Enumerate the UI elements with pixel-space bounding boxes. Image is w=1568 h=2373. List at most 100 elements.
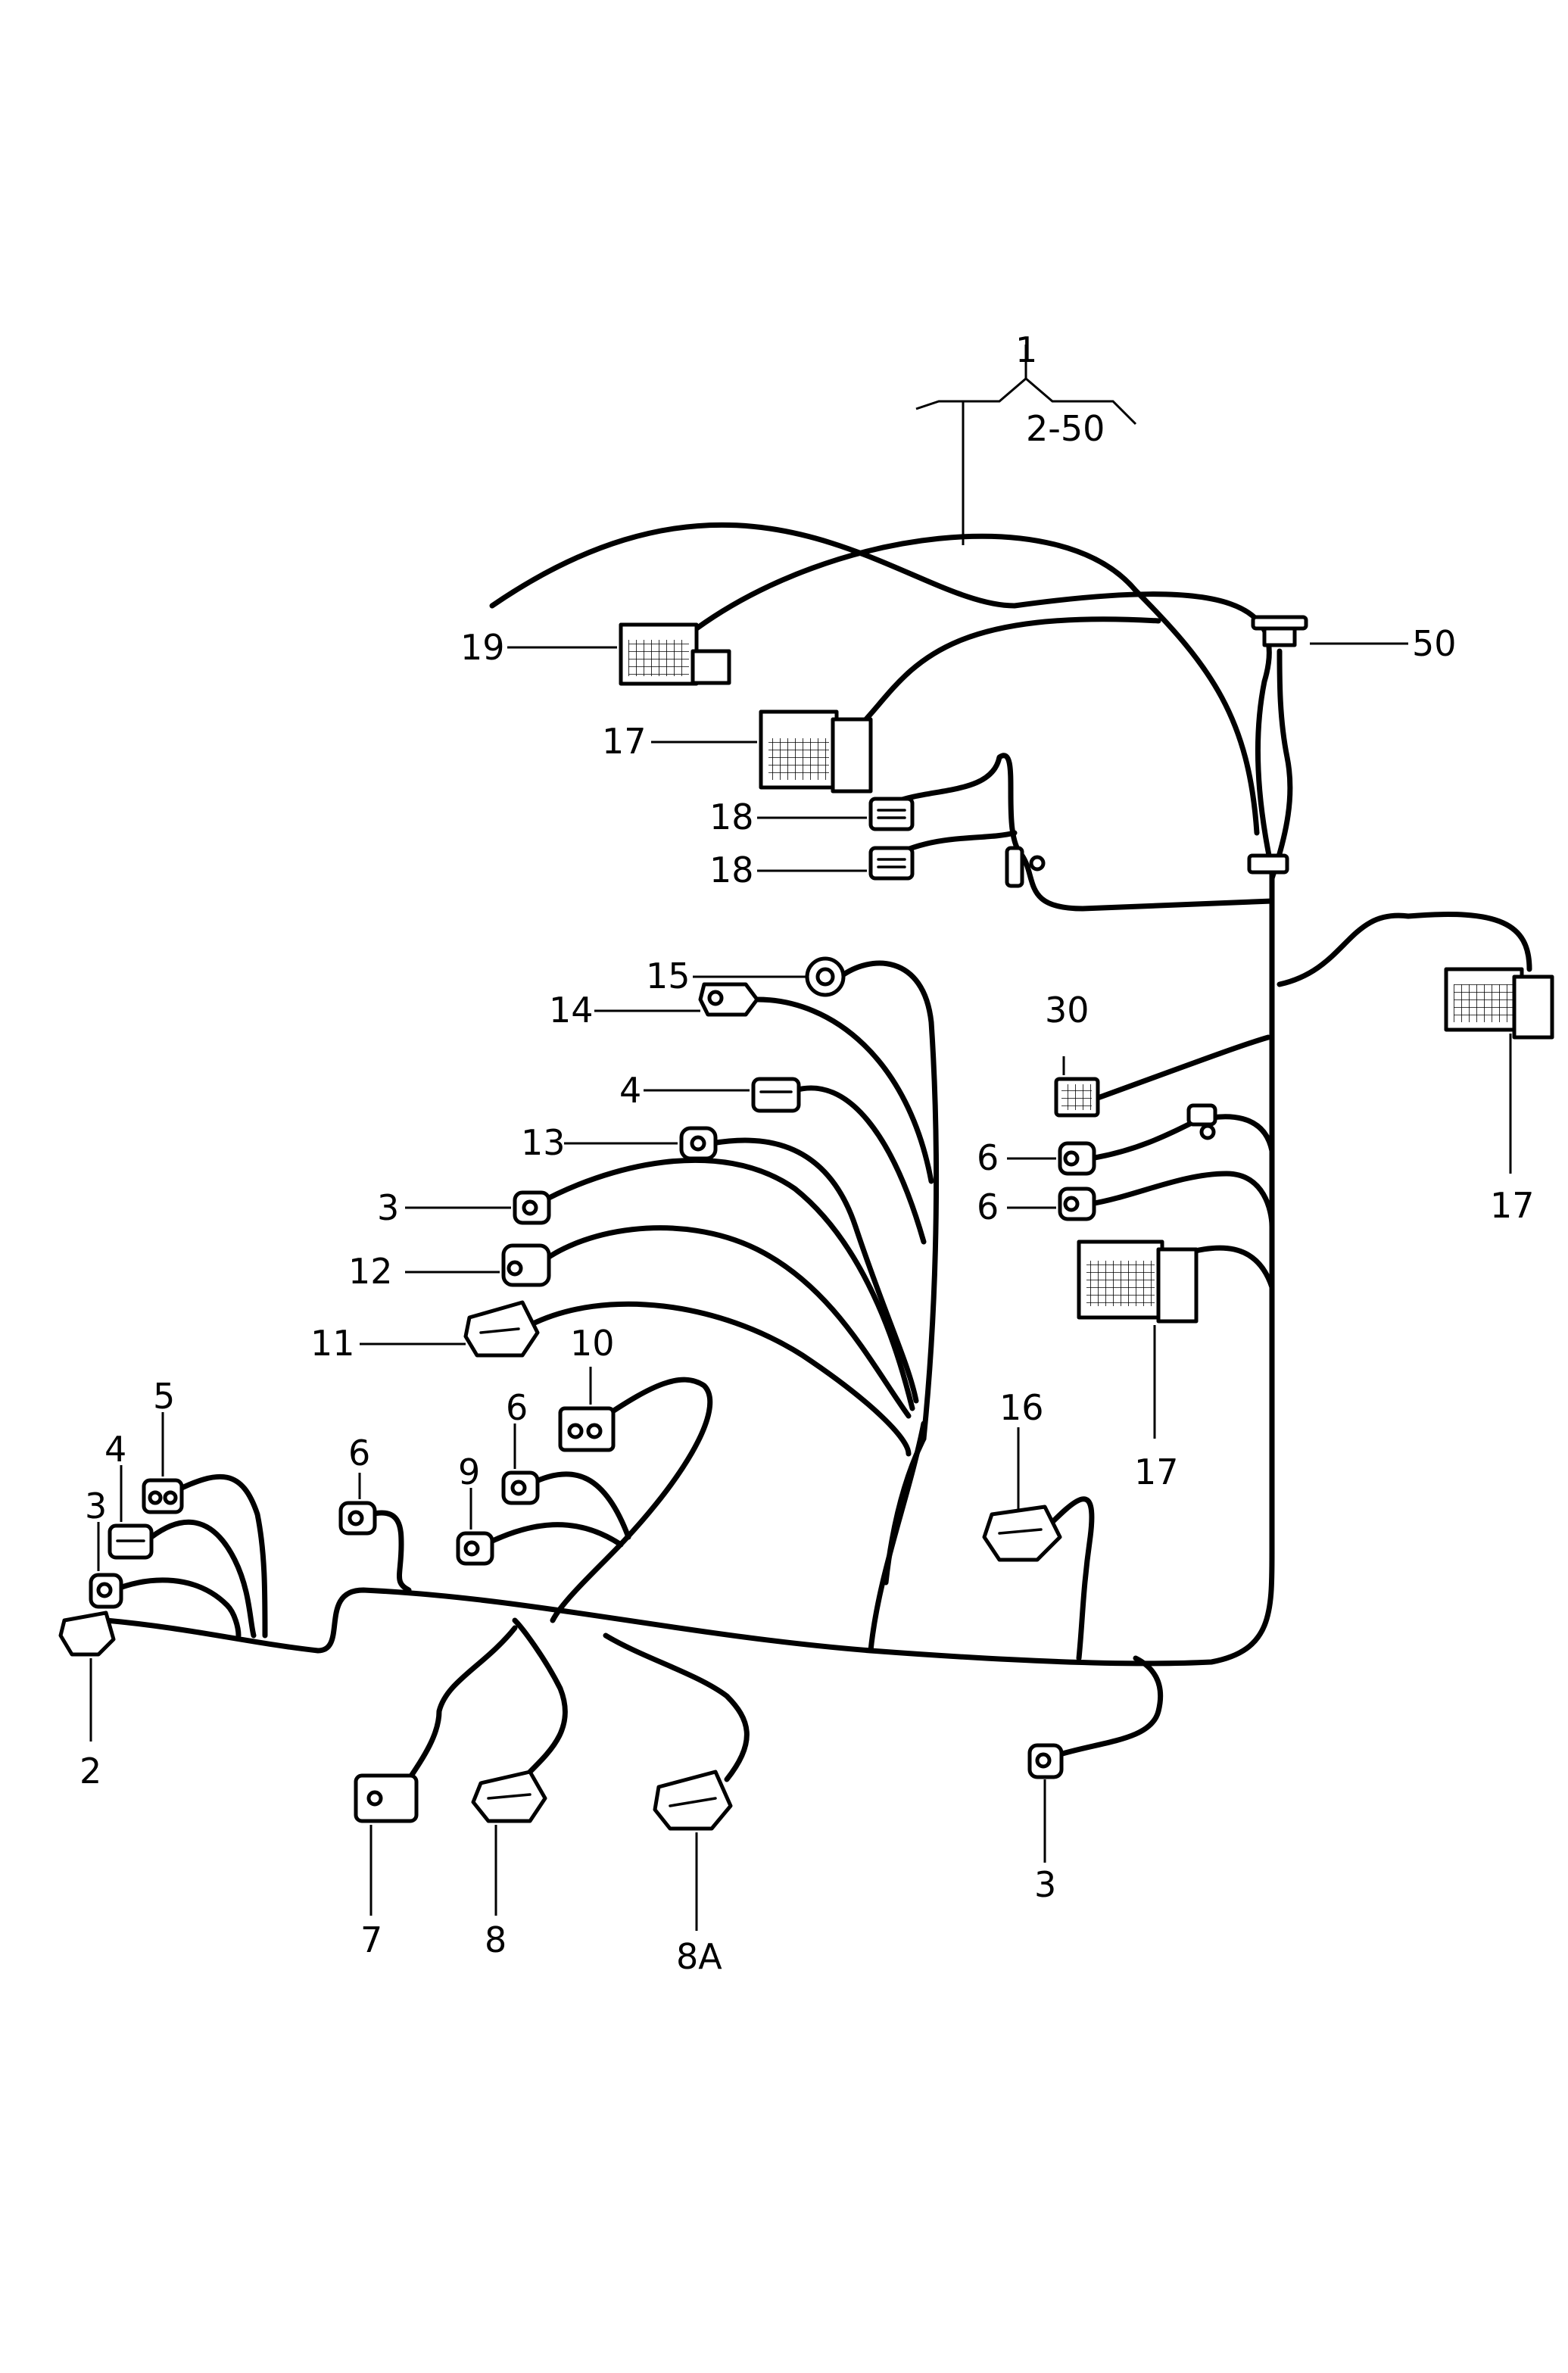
connector-6c: [501, 1470, 540, 1505]
label-6-b: 6: [977, 1186, 999, 1227]
connector-13: [679, 1126, 718, 1161]
label-6-a: 6: [977, 1137, 999, 1178]
grommet-50: [1247, 615, 1308, 875]
label-8: 8: [485, 1919, 507, 1960]
label-2-50: 2-50: [1026, 408, 1105, 449]
wire-to-17-top: [830, 616, 1161, 753]
label-3-c: 3: [1034, 1864, 1056, 1905]
label-19: 19: [460, 627, 505, 668]
wire-to-4b: [148, 1519, 257, 1639]
connector-17-top: [759, 709, 873, 794]
label-8a: 8A: [676, 1936, 722, 1977]
wire-to-8a: [603, 1632, 750, 1782]
connector-8a: [653, 1770, 733, 1831]
junction-to-right: [883, 1436, 927, 1586]
connector-30: [1054, 1077, 1100, 1118]
connector-2: [58, 1611, 116, 1657]
wire-to-12: [527, 1225, 912, 1419]
connector-10: [558, 1406, 616, 1452]
connector-8: [471, 1770, 547, 1823]
connector-18a: [868, 797, 915, 831]
connector-18b: [868, 846, 915, 881]
connector-3c: [1027, 1743, 1064, 1779]
label-7: 7: [360, 1919, 382, 1960]
assembly-bracket: [915, 345, 1137, 545]
label-1: 1: [1015, 329, 1037, 370]
wire-to-50: [1269, 648, 1293, 881]
wire-to-7: [406, 1625, 518, 1782]
connector-5: [142, 1478, 184, 1514]
label-10: 10: [570, 1323, 615, 1364]
label-16: 16: [999, 1387, 1044, 1428]
label-12: 12: [348, 1251, 393, 1292]
wire-to-8: [512, 1617, 568, 1775]
label-17-right: 17: [1490, 1185, 1535, 1226]
connector-6d: [338, 1501, 377, 1536]
connectors: [58, 615, 1554, 1831]
main-trunk-wire: [103, 989, 1275, 1667]
connector-6a: [1058, 1141, 1096, 1176]
label-11: 11: [310, 1323, 355, 1364]
wire-to-16: [1042, 1496, 1095, 1661]
connector-3a: [513, 1190, 551, 1225]
connector-19: [619, 622, 731, 686]
leader-lines: [89, 642, 1512, 1931]
connector-17-right: [1444, 967, 1554, 1040]
label-6-d: 6: [506, 1387, 528, 1428]
wire-to-17-right: [1277, 912, 1532, 987]
connector-4b: [108, 1523, 154, 1560]
wire-to-13: [709, 1137, 919, 1404]
wire-to-6c: [527, 1471, 631, 1540]
label-18-b: 18: [709, 850, 754, 890]
label-4-a: 4: [619, 1070, 641, 1111]
label-2: 2: [79, 1751, 101, 1791]
connector-9: [456, 1531, 494, 1566]
wire-to-6b: [1087, 1171, 1275, 1230]
wire-to-30: [1095, 1034, 1271, 1101]
wire-to-3b: [111, 1577, 242, 1639]
callout-labels: 1 2-50 19 17 18 18 50 15 14 4 13 3 12 11…: [79, 329, 1535, 1977]
wire-to-4a: [792, 1085, 927, 1245]
connector-11: [463, 1300, 540, 1358]
label-30: 30: [1045, 990, 1089, 1031]
top-arc-wire: [694, 533, 1260, 836]
wire-clip-18: [1005, 846, 1046, 888]
label-3-b: 3: [85, 1486, 107, 1526]
wire-to-18a: [890, 753, 1275, 912]
wire-to-10: [550, 1377, 713, 1623]
connector-4a: [751, 1077, 801, 1113]
label-4-b: 4: [104, 1429, 126, 1470]
wire-to-14: [754, 996, 934, 1184]
connector-6b: [1058, 1186, 1096, 1221]
wire-to-5: [171, 1473, 268, 1639]
wire-to-6a: [1087, 1114, 1275, 1162]
wire-to-3c: [1049, 1655, 1164, 1760]
right-vertical-wire: [489, 522, 1275, 995]
label-17-middle: 17: [1134, 1452, 1179, 1492]
connector-12: [501, 1243, 551, 1287]
label-15: 15: [646, 956, 690, 996]
label-6-c: 6: [348, 1433, 370, 1473]
label-17-top: 17: [602, 721, 647, 762]
connector-7: [354, 1773, 419, 1823]
connector-16: [982, 1505, 1062, 1562]
wire-to-9: [482, 1522, 624, 1548]
label-18-a: 18: [709, 797, 754, 837]
label-3-a: 3: [377, 1187, 399, 1228]
label-5: 5: [153, 1376, 175, 1417]
wire-to-11: [527, 1301, 912, 1457]
wire-clip-6: [1186, 1103, 1217, 1140]
connector-17-middle: [1077, 1240, 1199, 1324]
label-9: 9: [458, 1452, 480, 1492]
wire-to-6d: [368, 1510, 412, 1593]
label-14: 14: [549, 990, 594, 1031]
connector-15: [805, 956, 846, 997]
connector-3b: [89, 1573, 123, 1609]
label-50: 50: [1412, 623, 1457, 664]
wire-to-3a: [535, 1157, 915, 1411]
label-13: 13: [521, 1122, 566, 1163]
connector-14: [698, 982, 759, 1017]
wire-to-15: [837, 960, 940, 1442]
